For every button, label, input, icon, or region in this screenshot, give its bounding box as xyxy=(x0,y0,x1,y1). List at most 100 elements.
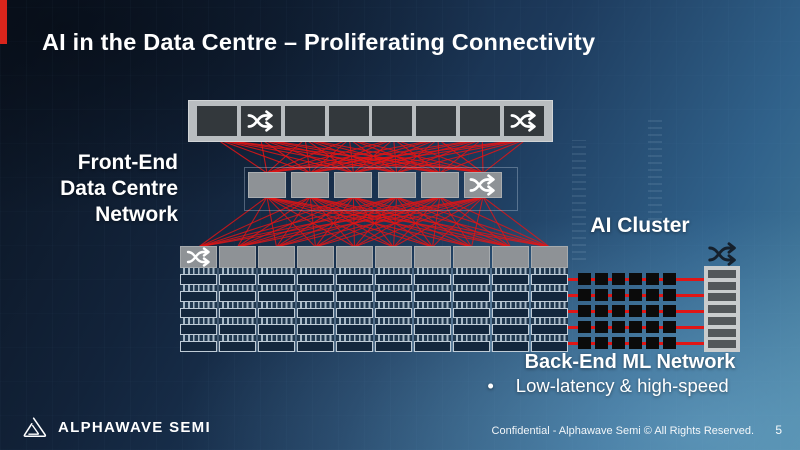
server-column xyxy=(414,268,451,352)
server-column xyxy=(180,268,217,352)
port-strip xyxy=(336,301,373,308)
server-row xyxy=(258,324,295,336)
chip xyxy=(629,321,642,333)
chip xyxy=(629,305,642,317)
server-row xyxy=(375,307,412,319)
backend-heading: Back-End ML Network xyxy=(524,351,736,373)
port-strip xyxy=(258,301,295,308)
switch-crossover-icon xyxy=(247,110,273,132)
server-row xyxy=(336,341,373,352)
server-row xyxy=(492,341,529,352)
leaf-switch-node xyxy=(464,172,502,198)
server-row xyxy=(180,274,217,285)
chip xyxy=(612,273,625,285)
backend-rack xyxy=(704,266,740,352)
bullet-icon: • xyxy=(487,375,494,396)
chip xyxy=(663,273,676,285)
port-strip xyxy=(336,318,373,325)
chip xyxy=(595,289,608,301)
chip xyxy=(663,321,676,333)
server-row xyxy=(336,274,373,285)
server-row xyxy=(414,324,451,336)
tor-node xyxy=(258,246,295,268)
rack-slat xyxy=(708,328,736,337)
port-strip xyxy=(492,301,529,308)
server-row xyxy=(219,324,256,336)
chip xyxy=(663,337,676,349)
rack-slat xyxy=(708,269,736,278)
server-column xyxy=(336,268,373,352)
chip xyxy=(595,273,608,285)
port-strip xyxy=(180,301,217,308)
backend-network-label: Back-End ML Network •Low-latency & high-… xyxy=(455,350,800,397)
server-row xyxy=(492,274,529,285)
port-strip xyxy=(531,335,568,342)
chip xyxy=(612,289,625,301)
port-strip xyxy=(180,284,217,291)
server-row xyxy=(297,324,334,336)
rack-slat xyxy=(708,281,736,290)
port-strip xyxy=(375,284,412,291)
server-row xyxy=(375,324,412,336)
chip xyxy=(595,321,608,333)
spine-node xyxy=(197,106,237,136)
server-row xyxy=(219,341,256,352)
chip xyxy=(578,321,591,333)
port-strip xyxy=(414,268,451,274)
chip xyxy=(629,289,642,301)
server-row xyxy=(258,341,295,352)
leaf-node xyxy=(248,172,286,198)
tor-node xyxy=(336,246,373,268)
server-row xyxy=(375,274,412,285)
port-strip xyxy=(375,268,412,274)
server-column xyxy=(297,268,334,352)
port-strip xyxy=(414,284,451,291)
port-strip xyxy=(492,335,529,342)
port-strip xyxy=(297,318,334,325)
port-strip xyxy=(492,318,529,325)
port-strip xyxy=(258,318,295,325)
server-column xyxy=(219,268,256,352)
port-strip xyxy=(531,284,568,291)
chip xyxy=(578,273,591,285)
port-strip xyxy=(531,301,568,308)
server-grid xyxy=(180,268,568,352)
page-number: 5 xyxy=(775,423,782,437)
tor-node xyxy=(453,246,490,268)
port-strip xyxy=(375,318,412,325)
server-row xyxy=(531,324,568,336)
switch-crossover-icon xyxy=(510,110,536,132)
server-row xyxy=(414,307,451,319)
server-row xyxy=(219,274,256,285)
chip xyxy=(629,337,642,349)
tor-node xyxy=(297,246,334,268)
server-row xyxy=(297,274,334,285)
port-strip xyxy=(219,301,256,308)
chip xyxy=(646,289,659,301)
port-strip xyxy=(453,318,490,325)
port-strip xyxy=(453,268,490,274)
spine-node xyxy=(328,106,369,136)
server-column xyxy=(531,268,568,352)
leaf-node xyxy=(334,172,373,198)
rack-slat xyxy=(708,316,736,325)
switch-crossover-icon xyxy=(708,242,736,266)
backend-bullet-line: •Low-latency & high-speed xyxy=(455,374,800,397)
server-row xyxy=(453,290,490,302)
circuit-trace xyxy=(648,120,662,220)
chip xyxy=(595,305,608,317)
rack-slat xyxy=(708,340,736,349)
port-strip xyxy=(531,268,568,274)
server-row xyxy=(219,307,256,319)
leaf-node xyxy=(420,172,459,198)
port-strip xyxy=(375,335,412,342)
port-strip xyxy=(219,335,256,342)
port-strip xyxy=(453,284,490,291)
server-row xyxy=(453,307,490,319)
server-column xyxy=(492,268,529,352)
server-row xyxy=(375,290,412,302)
server-row xyxy=(258,290,295,302)
tor-node xyxy=(492,246,529,268)
chip xyxy=(595,337,608,349)
server-row xyxy=(414,341,451,352)
